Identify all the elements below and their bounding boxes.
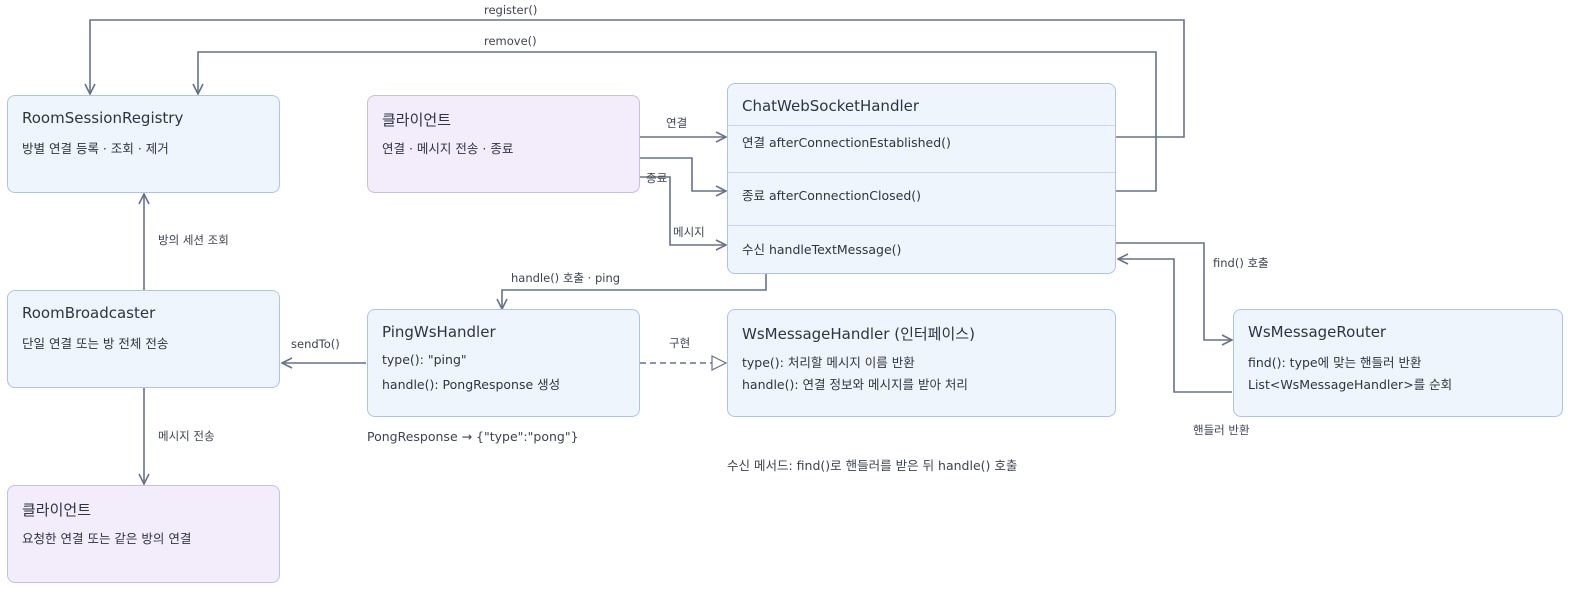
node-title: RoomSessionRegistry bbox=[22, 109, 184, 127]
edge-label-implements: 구현 bbox=[669, 336, 691, 350]
node-title: RoomBroadcaster bbox=[22, 304, 156, 322]
section-divider bbox=[728, 172, 1115, 173]
edge-label-find-call: find() 호출 bbox=[1213, 256, 1269, 270]
method-handle: handle(): PongResponse 생성 bbox=[382, 377, 561, 392]
method-handle: handle(): 연결 정보와 메시지를 받아 처리 bbox=[742, 377, 968, 392]
edge-register bbox=[90, 19, 1185, 138]
edge-handle-ping bbox=[502, 262, 767, 309]
client-bottom-node: 클라이언트 요청한 연결 또는 같은 방의 연결 bbox=[7, 485, 280, 583]
node-title: ChatWebSocketHandler bbox=[742, 97, 920, 115]
edge-close bbox=[640, 157, 726, 191]
edge-label-message-send: 메시지 전송 bbox=[158, 429, 215, 443]
method-type: type(): "ping" bbox=[382, 352, 467, 367]
node-title: PingWsHandler bbox=[382, 323, 496, 341]
node-description: 연결 · 메시지 전송 · 종료 bbox=[382, 141, 514, 156]
room-session-registry-node: RoomSessionRegistry 방별 연결 등록 · 조회 · 제거 bbox=[7, 95, 280, 193]
node-description: 단일 연결 또는 방 전체 전송 bbox=[22, 336, 169, 351]
ws-message-router-node: WsMessageRouter find(): type에 맞는 핸들러 반환 … bbox=[1233, 309, 1563, 417]
note-receive-method: 수신 메서드: find()로 핸들러를 받은 뒤 handle() 호출 bbox=[727, 458, 1018, 473]
edge-label-handler-return: 핸들러 반환 bbox=[1193, 423, 1250, 437]
node-description: 요청한 연결 또는 같은 방의 연결 bbox=[22, 531, 192, 546]
node-description: 방별 연결 등록 · 조회 · 제거 bbox=[22, 141, 169, 156]
edge-label-register: register() bbox=[484, 3, 538, 17]
room-broadcaster-node: RoomBroadcaster 단일 연결 또는 방 전체 전송 bbox=[7, 290, 280, 388]
section-close: 종료 afterConnectionClosed() bbox=[742, 188, 922, 203]
edge-label-remove: remove() bbox=[484, 34, 537, 48]
router-iteration: List<WsMessageHandler>를 순회 bbox=[1248, 377, 1453, 392]
client-top-node: 클라이언트 연결 · 메시지 전송 · 종료 bbox=[367, 95, 640, 193]
note-pong-response: PongResponse → {"type":"pong"} bbox=[367, 429, 579, 444]
edge-label-session-lookup: 방의 세션 조회 bbox=[158, 233, 229, 247]
edge-remove bbox=[198, 51, 1157, 192]
edge-label-send-to: sendTo() bbox=[291, 337, 340, 351]
edge-label-handle-ping: handle() 호출 · ping bbox=[511, 271, 621, 285]
node-title: 클라이언트 bbox=[22, 501, 92, 519]
section-divider bbox=[728, 225, 1115, 226]
method-find: find(): type에 맞는 핸들러 반환 bbox=[1248, 355, 1422, 370]
edge-message bbox=[640, 176, 726, 245]
chat-websocket-handler-node: ChatWebSocketHandler 연결 afterConnectionE… bbox=[727, 83, 1116, 274]
method-type: type(): 처리할 메시지 이름 반환 bbox=[742, 355, 915, 370]
node-title: 클라이언트 bbox=[382, 111, 452, 129]
ws-message-handler-interface-node: WsMessageHandler (인터페이스) type(): 처리할 메시지… bbox=[727, 309, 1116, 417]
edge-find-call bbox=[1116, 242, 1232, 340]
node-title: WsMessageRouter bbox=[1248, 323, 1387, 341]
node-title: WsMessageHandler (인터페이스) bbox=[742, 325, 975, 343]
edge-label-message: 메시지 bbox=[673, 225, 705, 239]
section-connect: 연결 afterConnectionEstablished() bbox=[742, 135, 951, 150]
edge-handler-return bbox=[1118, 259, 1232, 393]
section-receive: 수신 handleTextMessage() bbox=[742, 242, 902, 257]
edge-label-close: 종료 bbox=[646, 171, 668, 185]
section-divider bbox=[728, 125, 1115, 126]
ping-ws-handler-node: PingWsHandler type(): "ping" handle(): P… bbox=[367, 309, 640, 417]
edge-label-connect: 연결 bbox=[666, 116, 688, 130]
